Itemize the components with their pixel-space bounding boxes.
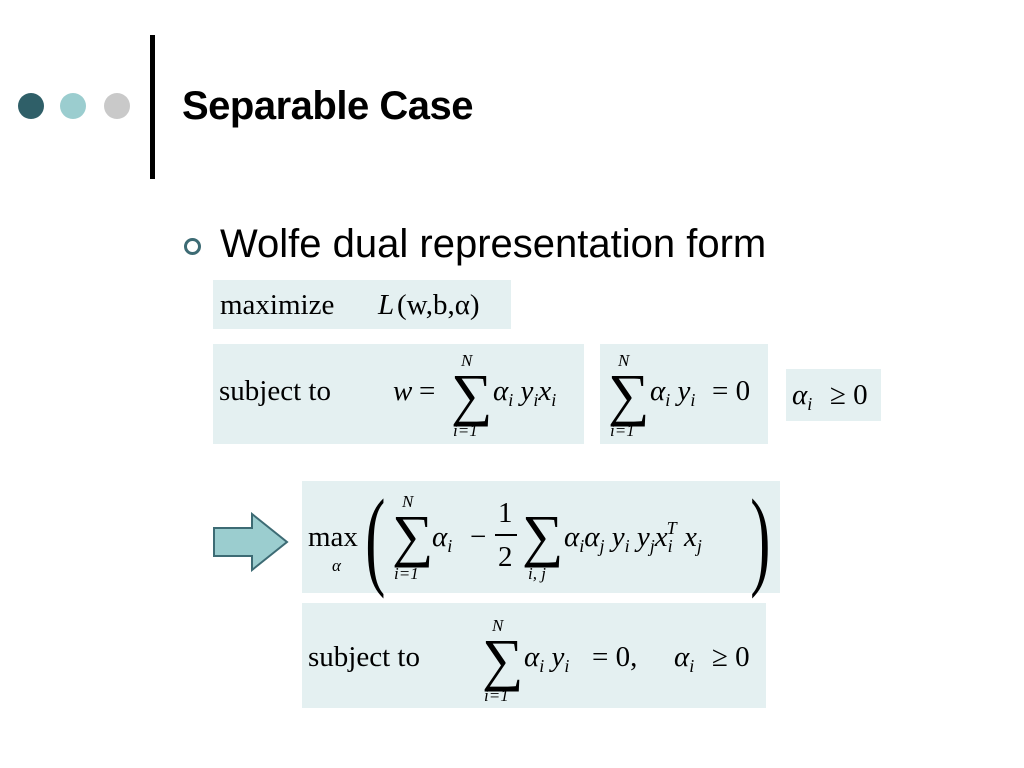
header-dot-dark — [18, 93, 44, 119]
alpha-i: αi — [432, 521, 453, 556]
formula-w-constraint: subject to w = N ∑ i=1 αi yixi — [213, 344, 584, 444]
sum-body: αi yixi — [493, 375, 557, 410]
right-arrow-icon — [213, 512, 289, 572]
sum-lower-limit: i=1 — [610, 421, 635, 440]
sum-upper-limit: N — [492, 616, 504, 635]
rhs-zero: = 0, — [592, 641, 638, 673]
formula-dual-objective: max α ( N ∑ i=1 αi − 1 2 ∑ i, j αiαj yi … — [302, 481, 780, 593]
lagrangian-args: (w,b,α) — [397, 289, 480, 321]
equals-sign: = — [419, 375, 436, 407]
sum-sigma: ∑ — [482, 627, 524, 692]
maximize-word: maximize — [220, 289, 335, 321]
sum1-sigma: ∑ — [392, 503, 434, 568]
alpha-i: αi — [674, 641, 695, 676]
lagrangian-L: L — [378, 289, 395, 321]
w-symbol: w — [393, 375, 413, 407]
formula-dual-constraints: subject to N ∑ i=1 αi yi = 0, αi ≥ 0 — [302, 603, 766, 708]
formula-sum-zero: N ∑ i=1 αi yi = 0 — [600, 344, 768, 444]
geq-zero: ≥ 0 — [830, 379, 868, 411]
sum-upper-limit: N — [461, 351, 473, 370]
sum1-upper-limit: N — [402, 492, 414, 511]
sum-body: αi yi — [650, 375, 696, 410]
sum-lower-limit: i=1 — [453, 421, 478, 440]
fraction-denominator: 2 — [498, 541, 513, 573]
alpha-i: αi — [792, 379, 813, 414]
sum2-sigma: ∑ — [522, 503, 564, 568]
sum-body: αi yi — [524, 641, 570, 676]
sum-lower-limit: i=1 — [484, 686, 509, 705]
formula-alpha-nonneg: αi ≥ 0 — [786, 369, 881, 421]
sum2-body: αiαj yi yjxiT xj — [564, 518, 702, 556]
right-paren: ) — [750, 477, 771, 599]
minus-sign: − — [470, 521, 487, 553]
slide-title: Separable Case — [182, 84, 473, 128]
sum-upper-limit: N — [618, 351, 630, 370]
header-divider — [150, 35, 155, 179]
max-word: max — [308, 521, 358, 553]
fraction-bar — [495, 534, 517, 536]
sum-sigma: ∑ — [451, 362, 493, 427]
bullet-ring-icon — [184, 238, 201, 255]
header-dot-gray — [104, 93, 130, 119]
sum1-lower-limit: i=1 — [394, 564, 419, 583]
rhs-zero: = 0 — [712, 375, 751, 407]
subject-to-word: subject to — [308, 641, 420, 673]
left-paren: ( — [365, 477, 386, 599]
sum2-lower-limit: i, j — [528, 564, 546, 583]
geq-zero: ≥ 0 — [712, 641, 750, 673]
subject-to-word: subject to — [219, 375, 331, 407]
max-subscript: α — [332, 556, 341, 575]
formula-maximize: maximize L (w,b,α) — [213, 280, 511, 329]
header-dot-teal — [60, 93, 86, 119]
sum-sigma: ∑ — [608, 362, 650, 427]
fraction-numerator: 1 — [498, 497, 513, 529]
bullet-text: Wolfe dual representation form — [220, 222, 767, 266]
